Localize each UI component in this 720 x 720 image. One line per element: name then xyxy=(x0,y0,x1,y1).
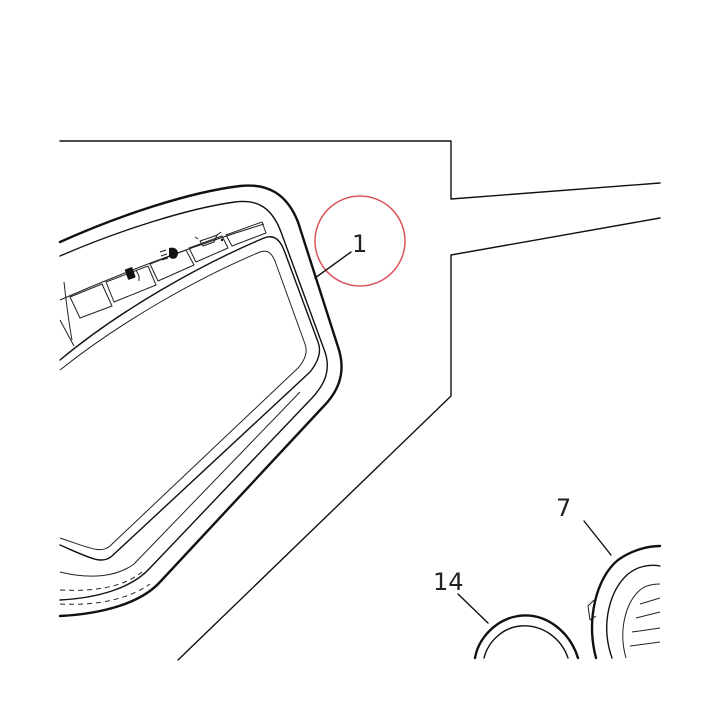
warning-light-cells xyxy=(69,221,267,319)
oil-pressure-icon xyxy=(194,231,224,247)
fuel-icon xyxy=(124,267,140,281)
callout-label-14: 14 xyxy=(433,568,464,596)
dashboard-panel-outline xyxy=(59,140,661,661)
headlight-icon xyxy=(159,247,179,261)
callout-label-1: 1 xyxy=(352,230,367,258)
vent-ring: 14 xyxy=(433,568,580,660)
air-vent: 7 xyxy=(556,494,662,660)
highlight-circle xyxy=(314,195,406,287)
callout-label-7: 7 xyxy=(556,494,571,522)
callout-1: 1 xyxy=(314,195,406,287)
instrument-cluster xyxy=(58,184,343,618)
